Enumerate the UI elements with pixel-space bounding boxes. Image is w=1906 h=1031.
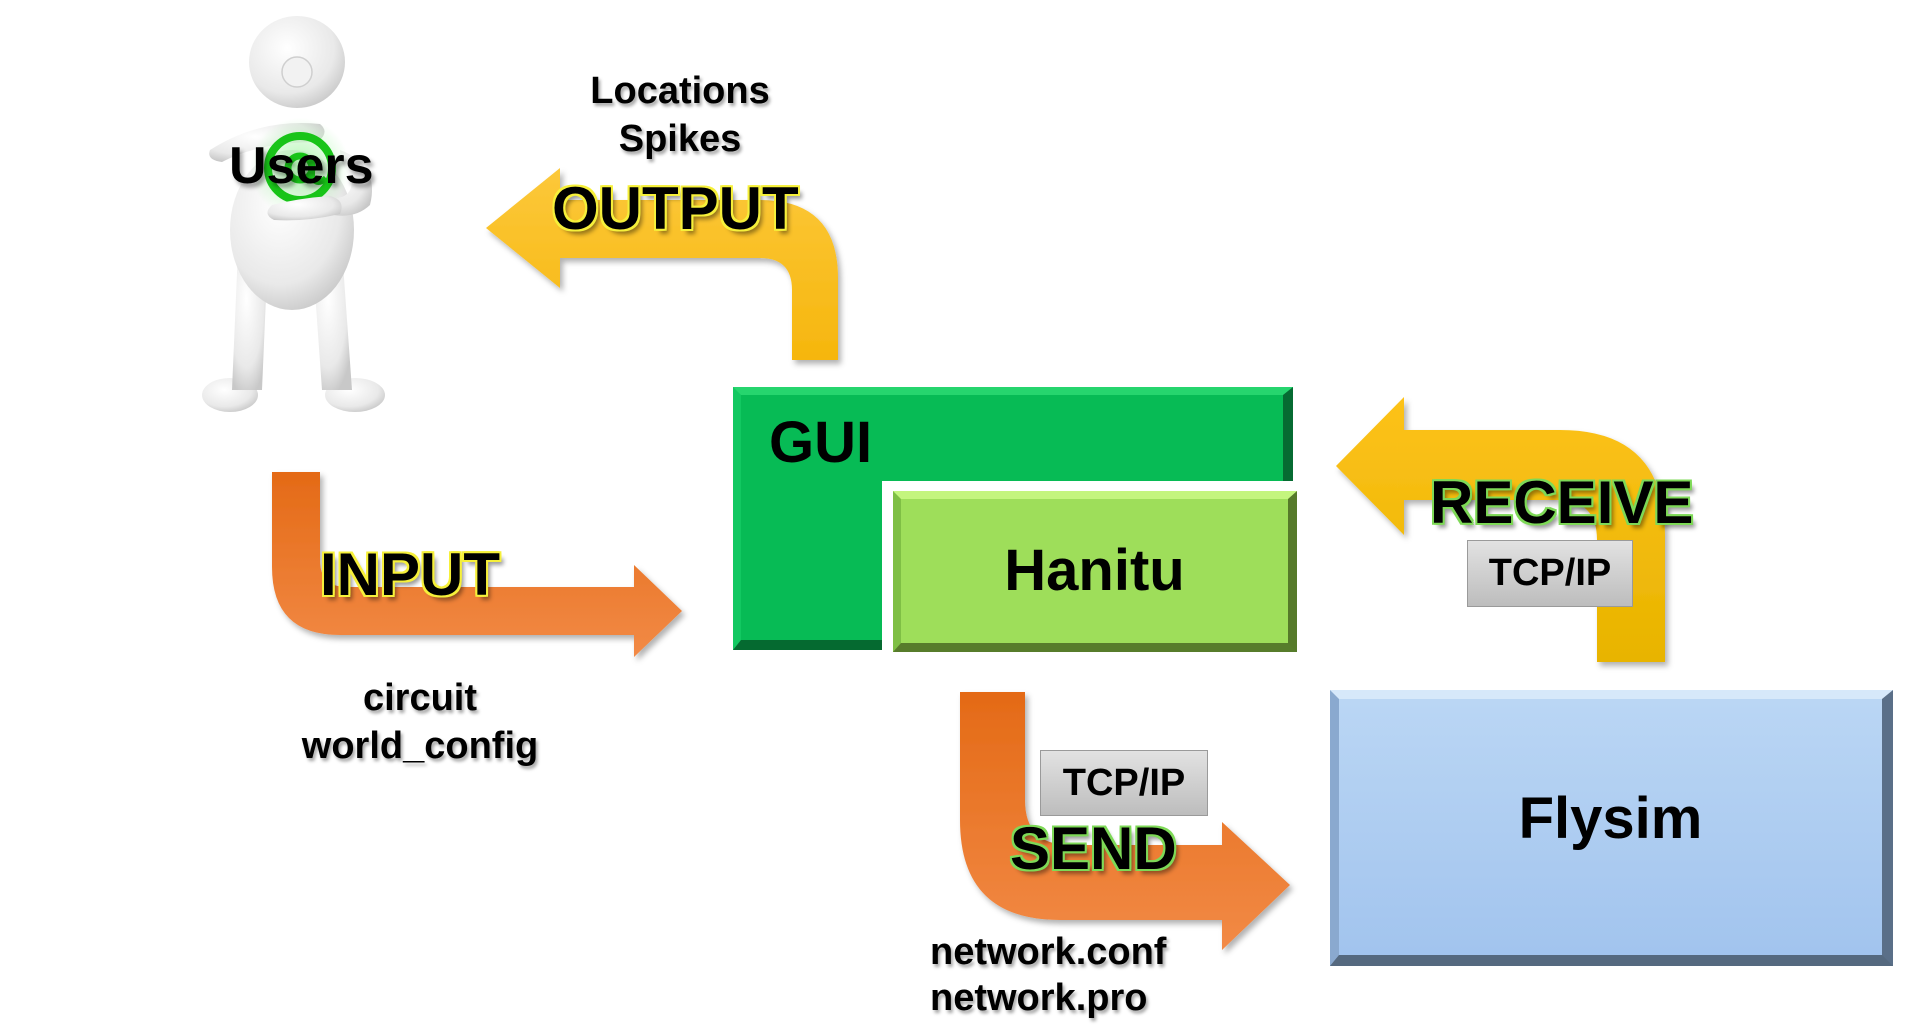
- send-item: network.conf: [930, 931, 1167, 973]
- output-label: OUTPUT: [552, 175, 799, 242]
- output-arrow: [486, 168, 838, 360]
- flysim-box[interactable]: Flysim: [1330, 690, 1893, 966]
- input-item: world_config: [301, 724, 539, 767]
- send-arrow: [960, 692, 1290, 950]
- receive-arrow: [1336, 397, 1665, 662]
- send-items: network.conf network.pro: [930, 930, 1166, 1021]
- output-item: Spikes: [618, 117, 742, 160]
- send-item: network.pro: [930, 976, 1148, 1019]
- input-item: circuit: [362, 677, 478, 719]
- input-arrow: [272, 472, 682, 657]
- output-item: Locations: [590, 70, 770, 112]
- users-figure: [202, 16, 385, 412]
- send-label: SEND: [1010, 815, 1177, 882]
- users-label: Users: [229, 137, 374, 195]
- hanitu-box[interactable]: Hanitu: [893, 491, 1297, 652]
- hanitu-label: Hanitu: [1004, 538, 1185, 603]
- output-items: Locations Spikes: [560, 68, 800, 163]
- input-items: circuit world_config: [270, 675, 570, 770]
- receive-label: RECEIVE: [1430, 469, 1694, 536]
- receive-protocol-badge: TCP/IP: [1467, 540, 1633, 607]
- gui-label: GUI: [769, 410, 873, 475]
- send-protocol-badge: TCP/IP: [1040, 750, 1208, 816]
- input-label: INPUT: [320, 541, 500, 608]
- flysim-label: Flysim: [1518, 786, 1703, 851]
